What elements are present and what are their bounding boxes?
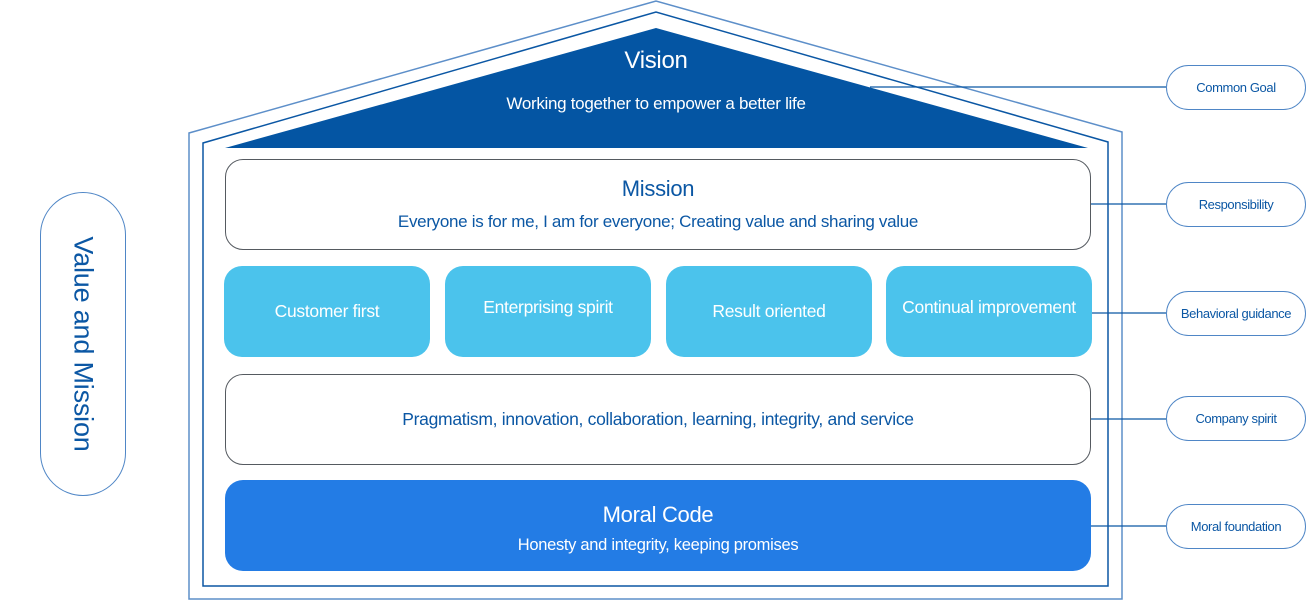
vision-roof-triangle (225, 28, 1088, 148)
value-card-customer-first: Customer first (224, 266, 430, 357)
value-card-result-oriented: Result oriented (666, 266, 872, 357)
side-label-moral-foundation: Moral foundation (1166, 504, 1306, 549)
inner-house-outline (202, 11, 1109, 587)
side-label-text: Common Goal (1196, 80, 1276, 95)
side-label-behavioral-guidance: Behavioral guidance (1166, 291, 1306, 336)
moral-code-title: Moral Code (602, 502, 714, 527)
value-and-mission-text: Value and Mission (68, 236, 99, 452)
value-card-label: Continual improvement (902, 297, 1076, 317)
value-card-label: Customer first (274, 301, 380, 321)
side-label-common-goal: Common Goal (1166, 65, 1306, 110)
side-label-text: Behavioral guidance (1180, 306, 1292, 321)
value-card-label: Enterprising spirit (483, 297, 613, 317)
mission-title: Mission (621, 176, 695, 201)
vision-title: Vision (624, 47, 688, 74)
mission-subtitle: Everyone is for me, I am for everyone; C… (397, 212, 919, 231)
side-label-responsibility: Responsibility (1166, 182, 1306, 227)
moral-code-box: Moral Code Honesty and integrity, keepin… (225, 480, 1091, 571)
value-card-enterprising-spirit: Enterprising spirit (445, 266, 651, 357)
outer-house-outline (188, 0, 1123, 600)
side-label-text: Responsibility (1198, 197, 1274, 212)
value-and-mission-label: Value and Mission (40, 192, 126, 496)
side-label-text: Company spirit (1195, 411, 1277, 426)
value-card-continual-improvement: Continual improvement (886, 266, 1092, 357)
side-label-company-spirit: Company spirit (1166, 396, 1306, 441)
side-label-text: Moral foundation (1190, 519, 1282, 534)
mission-box: Mission Everyone is for me, I am for eve… (225, 159, 1091, 250)
value-card-label: Result oriented (712, 301, 826, 321)
company-spirit-box: Pragmatism, innovation, collaboration, l… (225, 374, 1091, 465)
company-spirit-text: Pragmatism, innovation, collaboration, l… (402, 409, 914, 429)
moral-code-subtitle: Honesty and integrity, keeping promises (517, 536, 799, 554)
vision-subtitle: Working together to empower a better lif… (506, 94, 806, 113)
